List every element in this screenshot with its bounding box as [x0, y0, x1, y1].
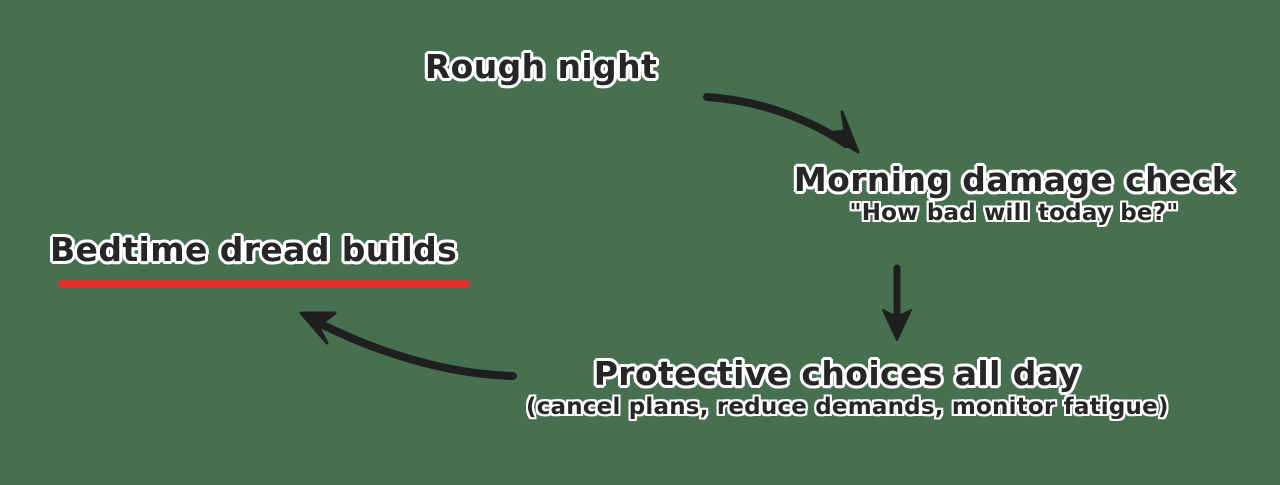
bedtime-dread-highlight-underline [58, 280, 470, 288]
arrow-rough-to-morning [703, 93, 860, 154]
node-rough-night: Rough night [420, 47, 662, 86]
node-bedtime-dread: Bedtime dread builds [50, 230, 458, 269]
arrow-protective-to-bedtime [299, 311, 517, 380]
node-protective-choices-subtitle: (cancel plans, reduce demands, monitor f… [526, 393, 1169, 420]
node-morning-check-title: Morning damage check [793, 160, 1235, 199]
node-protective-choices-title: Protective choices all day [593, 354, 1081, 393]
node-morning-check: Morning damage check "How bad will today… [791, 160, 1237, 226]
node-bedtime-dread-title: Bedtime dread builds [50, 230, 458, 269]
node-protective-choices: Protective choices all day (cancel plans… [526, 354, 1169, 420]
node-morning-check-subtitle: "How bad will today be?" [849, 199, 1179, 226]
arrow-morning-to-protective [882, 264, 912, 341]
node-rough-night-title: Rough night [424, 47, 658, 86]
